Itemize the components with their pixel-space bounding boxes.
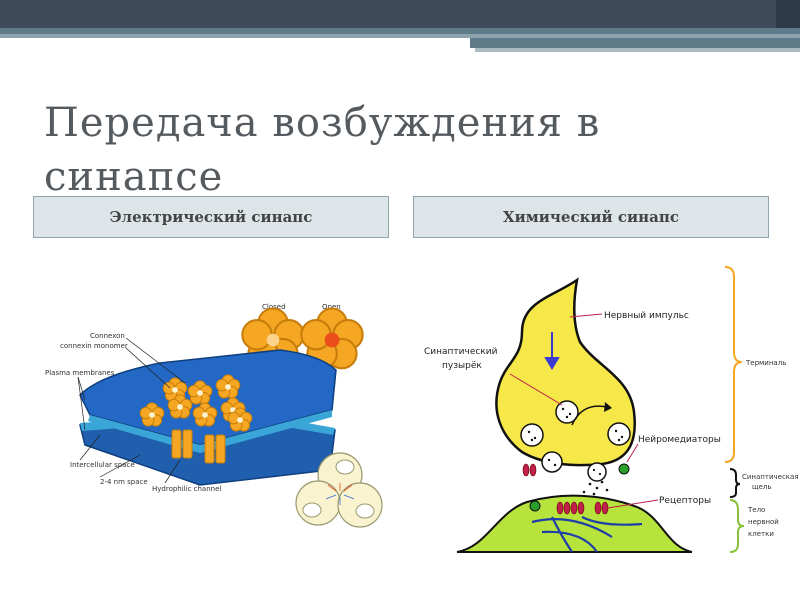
label-cell-body-3: клетки bbox=[748, 530, 774, 538]
brace-terminal-icon bbox=[724, 266, 743, 463]
label-nerve-impulse: Нервный импульс bbox=[604, 311, 689, 321]
label-cell-body-1: Тело bbox=[747, 506, 765, 514]
label-synaptic-vesicle-1: Синаптический bbox=[424, 347, 498, 357]
postsynaptic-fibers bbox=[531, 516, 643, 553]
cell-cluster-icon bbox=[295, 452, 383, 528]
connexon-open-icon bbox=[300, 307, 364, 370]
label-receptors: Рецепторы bbox=[659, 496, 711, 506]
nerve-impulse-arrow-icon bbox=[544, 332, 560, 370]
hydrophilic-channel-icon bbox=[171, 429, 226, 464]
synaptic-vesicle-icon bbox=[520, 400, 631, 482]
brace-cell-body-icon bbox=[729, 499, 745, 553]
postsynaptic-cell bbox=[456, 494, 693, 553]
slide-title: Передача возбуждения в синапсе bbox=[44, 96, 744, 204]
chemical-synapse-header: Химический синапс bbox=[413, 196, 769, 238]
electrical-synapse-header: Электрический синапс bbox=[33, 196, 389, 238]
label-plasma-membranes: Plasma membranes bbox=[45, 369, 115, 377]
label-cleft-2: щель bbox=[752, 483, 772, 491]
brace-cleft-icon bbox=[729, 468, 741, 498]
label-hydrophilic-channel: Hydrophilic channel bbox=[152, 485, 221, 493]
label-connexin-monomer: connexin monomer bbox=[60, 342, 128, 350]
label-terminal: Терминаль bbox=[745, 359, 786, 367]
label-cleft-1: Синаптическая bbox=[742, 473, 799, 481]
header-bar bbox=[0, 0, 800, 28]
header-bar-corner bbox=[776, 0, 800, 28]
decor-stripe bbox=[470, 38, 800, 48]
slide-title-line1: Передача возбуждения в bbox=[44, 100, 601, 146]
electrical-synapse-diagram: Closed Open Connexon connexin monomer Pl… bbox=[45, 303, 383, 528]
label-synaptic-vesicle-2: пузырёк bbox=[442, 361, 482, 371]
label-neurotransmitters: Нейромедиаторы bbox=[638, 435, 721, 445]
label-open: Open bbox=[322, 303, 341, 311]
label-intercellular-space: Intercellular space bbox=[70, 461, 135, 469]
slide-title-line2: синапсе bbox=[44, 154, 224, 200]
label-connexon: Connexon bbox=[90, 332, 125, 340]
label-closed: Closed bbox=[262, 303, 286, 311]
receptor-icon bbox=[522, 463, 609, 515]
label-cell-body-2: нервной bbox=[748, 518, 779, 526]
decor-stripe bbox=[0, 28, 800, 34]
decor-stripe bbox=[475, 48, 800, 52]
label-nm-space: 2-4 nm space bbox=[100, 478, 148, 486]
decor-stripe bbox=[0, 34, 800, 38]
chemical-synapse-diagram: Нервный импульс Синаптический пузырёк Не… bbox=[424, 266, 799, 553]
